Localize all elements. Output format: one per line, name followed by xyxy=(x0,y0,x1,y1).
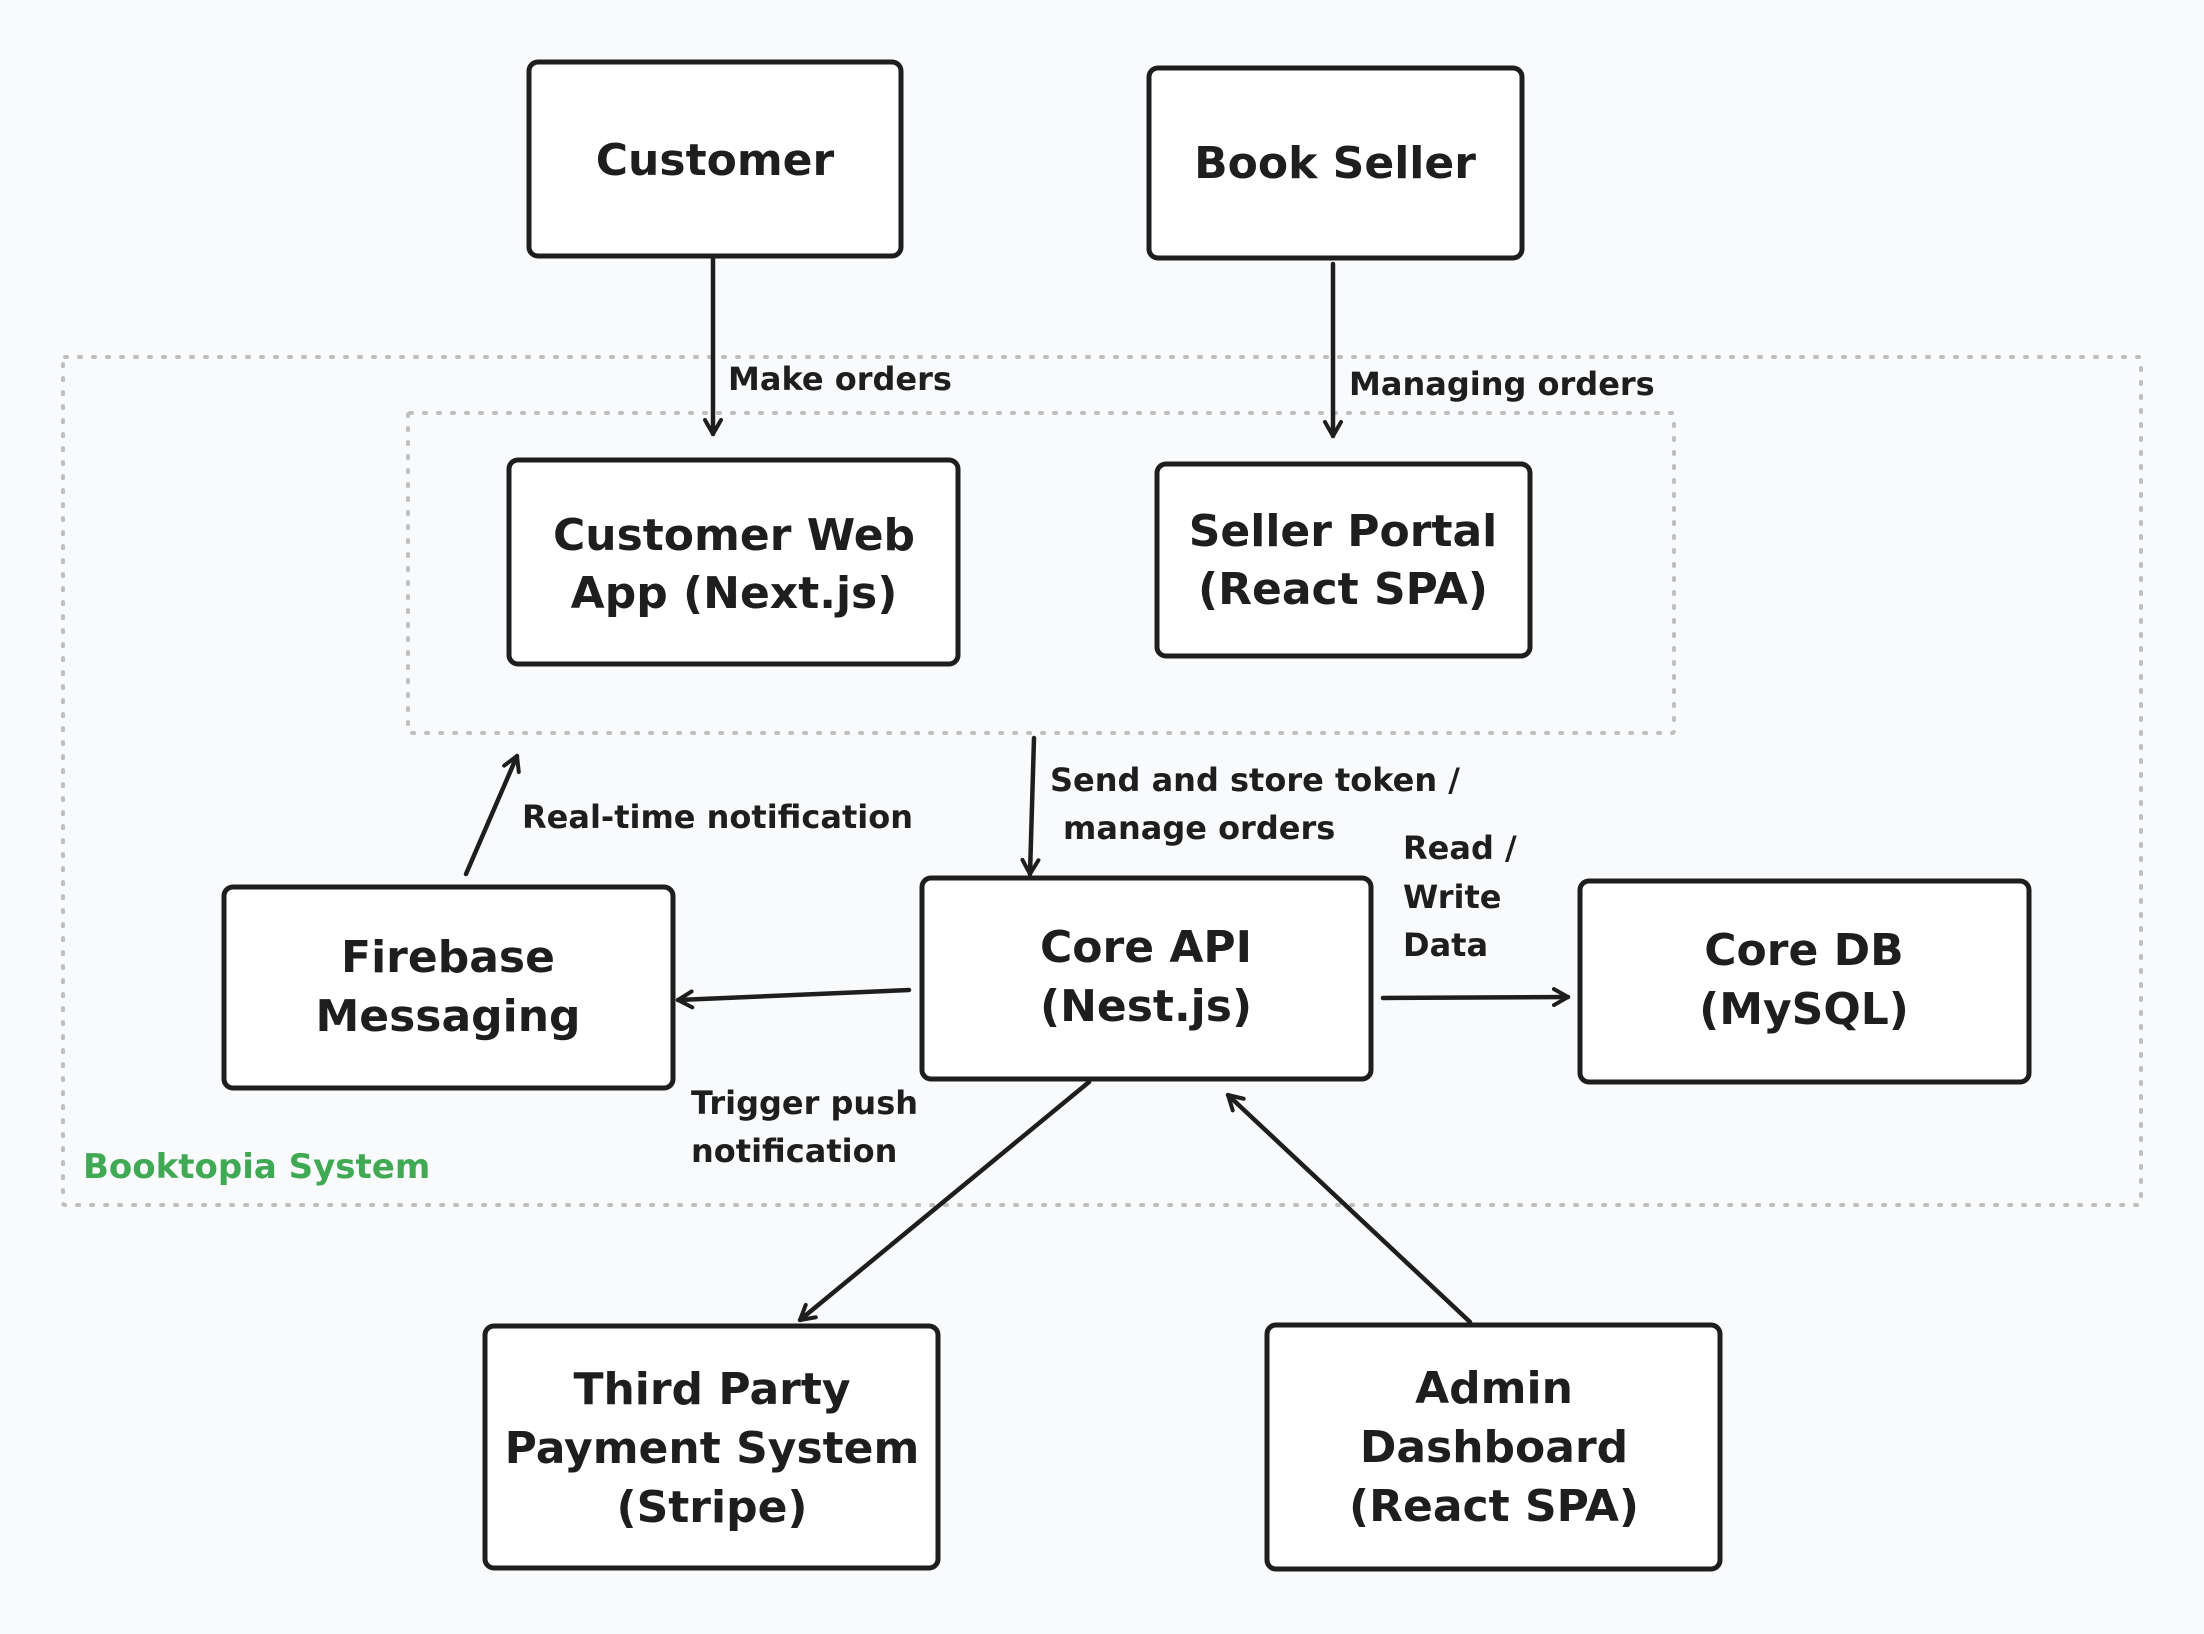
node-seller-portal-label-1: Seller Portal xyxy=(1189,506,1498,557)
node-core-db: Core DB (MySQL) xyxy=(1577,878,2032,1085)
edge-label-managing-orders: Managing orders xyxy=(1349,365,1655,403)
node-admin-dashboard-label-2: Dashboard xyxy=(1360,1422,1628,1473)
node-payment-system-label-2: Payment System xyxy=(505,1423,920,1474)
node-core-api: Core API (Nest.js) xyxy=(919,875,1374,1082)
node-customer-web-app: Customer Web App (Next.js) xyxy=(506,457,961,667)
node-seller-portal: Seller Portal (React SPA) xyxy=(1154,461,1533,659)
node-book-seller: Book Seller xyxy=(1146,65,1525,261)
node-core-api-label-1: Core API xyxy=(1040,922,1252,973)
edge-send-token xyxy=(1020,735,1041,877)
node-customer-web-app-label-2: App (Next.js) xyxy=(571,568,898,619)
node-customer-label: Customer xyxy=(596,135,835,186)
booktopia-system-label: Booktopia System xyxy=(83,1147,430,1187)
node-firebase-messaging: Firebase Messaging xyxy=(221,884,676,1091)
edge-label-manage-orders: manage orders xyxy=(1063,809,1335,847)
edge-trigger-push xyxy=(675,987,912,1010)
node-core-api-label-2: (Nest.js) xyxy=(1040,981,1252,1032)
booktopia-system-boundary xyxy=(61,355,2143,1207)
node-admin-dashboard: Admin Dashboard (React SPA) xyxy=(1264,1322,1723,1572)
edge-label-send-token: Send and store token / xyxy=(1050,761,1460,799)
node-firebase-messaging-label-1: Firebase xyxy=(341,932,555,983)
edge-read-write xyxy=(1380,987,1571,1008)
edge-admin xyxy=(1225,1092,1473,1325)
node-core-db-label-2: (MySQL) xyxy=(1699,984,1909,1035)
edge-label-data: Data xyxy=(1403,926,1488,964)
edge-label-trigger-push: Trigger push xyxy=(691,1084,918,1122)
edge-payment xyxy=(797,1079,1092,1323)
node-payment-system-label-3: (Stripe) xyxy=(616,1482,807,1533)
edge-label-write: Write xyxy=(1403,878,1501,916)
node-admin-dashboard-label-1: Admin xyxy=(1415,1363,1573,1414)
edge-realtime-notification xyxy=(463,753,521,877)
node-firebase-messaging-label-2: Messaging xyxy=(315,991,580,1042)
node-core-db-label-1: Core DB xyxy=(1704,925,1903,976)
node-customer-web-app-label-1: Customer Web xyxy=(553,510,915,561)
node-book-seller-label: Book Seller xyxy=(1194,138,1476,189)
node-payment-system-label-1: Third Party xyxy=(573,1364,850,1415)
node-payment-system: Third Party Payment System (Stripe) xyxy=(482,1323,941,1571)
node-admin-dashboard-label-3: (React SPA) xyxy=(1349,1481,1639,1532)
frontends-boundary xyxy=(406,411,1676,735)
node-seller-portal-label-2: (React SPA) xyxy=(1198,564,1488,615)
node-customer: Customer xyxy=(526,59,904,259)
edge-label-read: Read / xyxy=(1403,829,1517,867)
edge-label-notification: notification xyxy=(691,1132,897,1170)
edge-label-make-orders: Make orders xyxy=(728,360,952,398)
edge-label-realtime-notification: Real-time notification xyxy=(522,798,913,836)
